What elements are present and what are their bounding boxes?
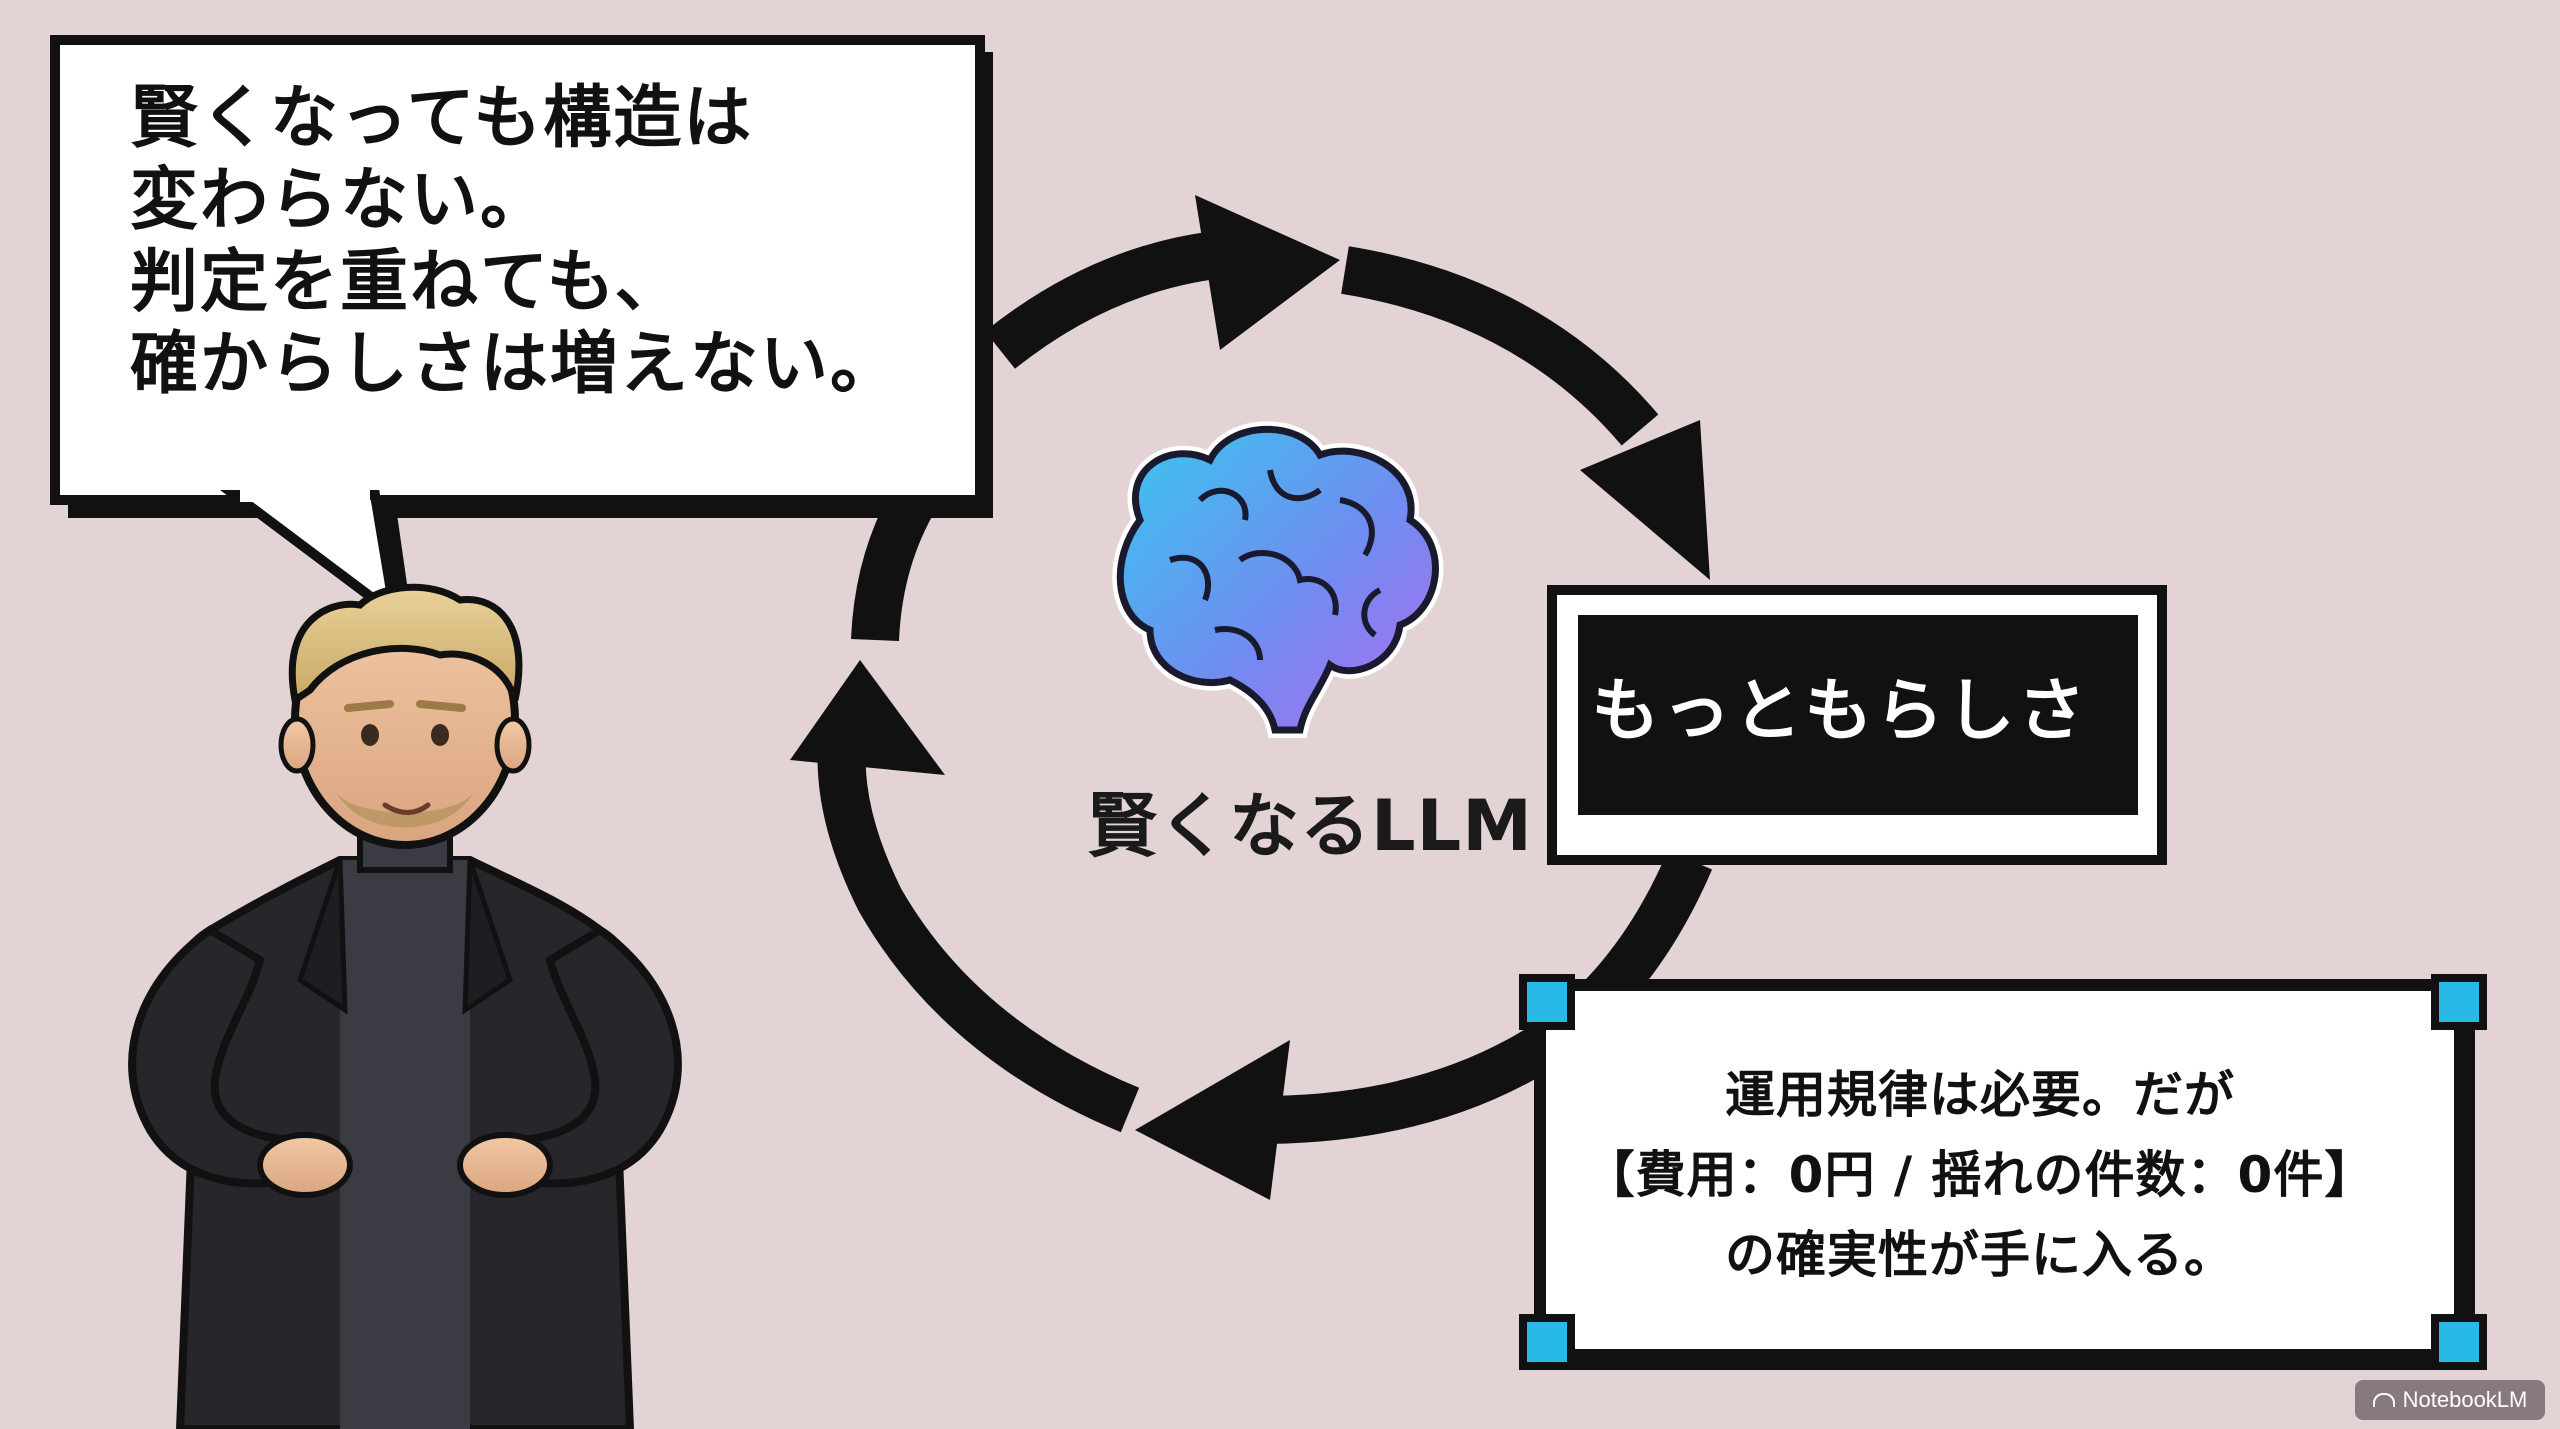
center-label: 賢くなるLLM <box>1087 785 1533 867</box>
corner-marker-top-left <box>1519 974 1575 1030</box>
plausibility-label: もっともらしさ <box>1591 672 2089 751</box>
note-box <box>1519 974 2487 1370</box>
speech-line-1: 賢くなっても構造は <box>130 79 754 158</box>
brain-icon <box>1112 421 1444 738</box>
speech-line-2: 変わらない。 <box>130 161 551 240</box>
speech-line-3: 判定を重ねても、 <box>130 243 685 322</box>
cycle-arrow-left <box>790 660 1140 1133</box>
watermark-label: NotebookLM <box>2402 1387 2528 1412</box>
corner-marker-bottom-right <box>2431 1314 2487 1370</box>
corner-marker-bottom-left <box>1519 1314 1575 1370</box>
presenter-avatar <box>128 583 682 1429</box>
cycle-arrow-top <box>985 195 1340 369</box>
speech-bubble-text: 賢くなっても構造は 変わらない。 判定を重ねても、 確からしさは増えない。 <box>130 78 980 406</box>
note-box-text: 運用規律は必要。だが 【費用：0円 / 揺れの件数：0件】 の確実性が手に入る。 <box>1540 1055 2420 1295</box>
note-line-2: 【費用：0円 / 揺れの件数：0件】 <box>1584 1146 2376 1204</box>
cycle-arrow-bottom <box>1135 850 1713 1200</box>
speech-line-4: 確からしさは増えない。 <box>130 325 901 404</box>
note-line-1: 運用規律は必要。だが <box>1725 1066 2235 1124</box>
cycle-arrow-right <box>1341 246 1710 580</box>
plausibility-box <box>1547 585 2167 865</box>
notebooklm-logo-icon <box>2372 1393 2395 1407</box>
corner-marker-top-right <box>2431 974 2487 1030</box>
notebooklm-watermark: NotebookLM <box>2355 1380 2545 1420</box>
note-line-3: の確実性が手に入る。 <box>1725 1226 2235 1284</box>
